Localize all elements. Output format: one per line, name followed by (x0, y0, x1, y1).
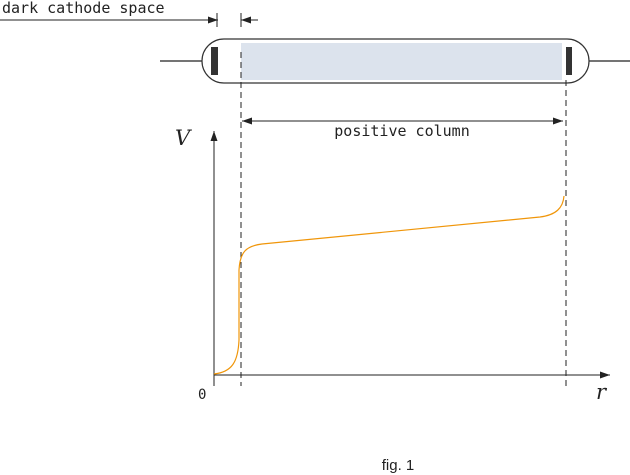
origin-label: 0 (198, 387, 206, 403)
figure-caption: fig. 1 (382, 457, 415, 474)
glow-region (241, 43, 562, 80)
potential-curve (213, 195, 565, 375)
anode-electrode (566, 47, 572, 75)
dark-cathode-space-label: dark cathode space (2, 0, 165, 17)
r-axis-label: r (596, 380, 608, 404)
cathode-electrode (211, 47, 218, 75)
positive-column-label: positive column (334, 122, 469, 140)
v-axis-label: V (175, 126, 192, 150)
